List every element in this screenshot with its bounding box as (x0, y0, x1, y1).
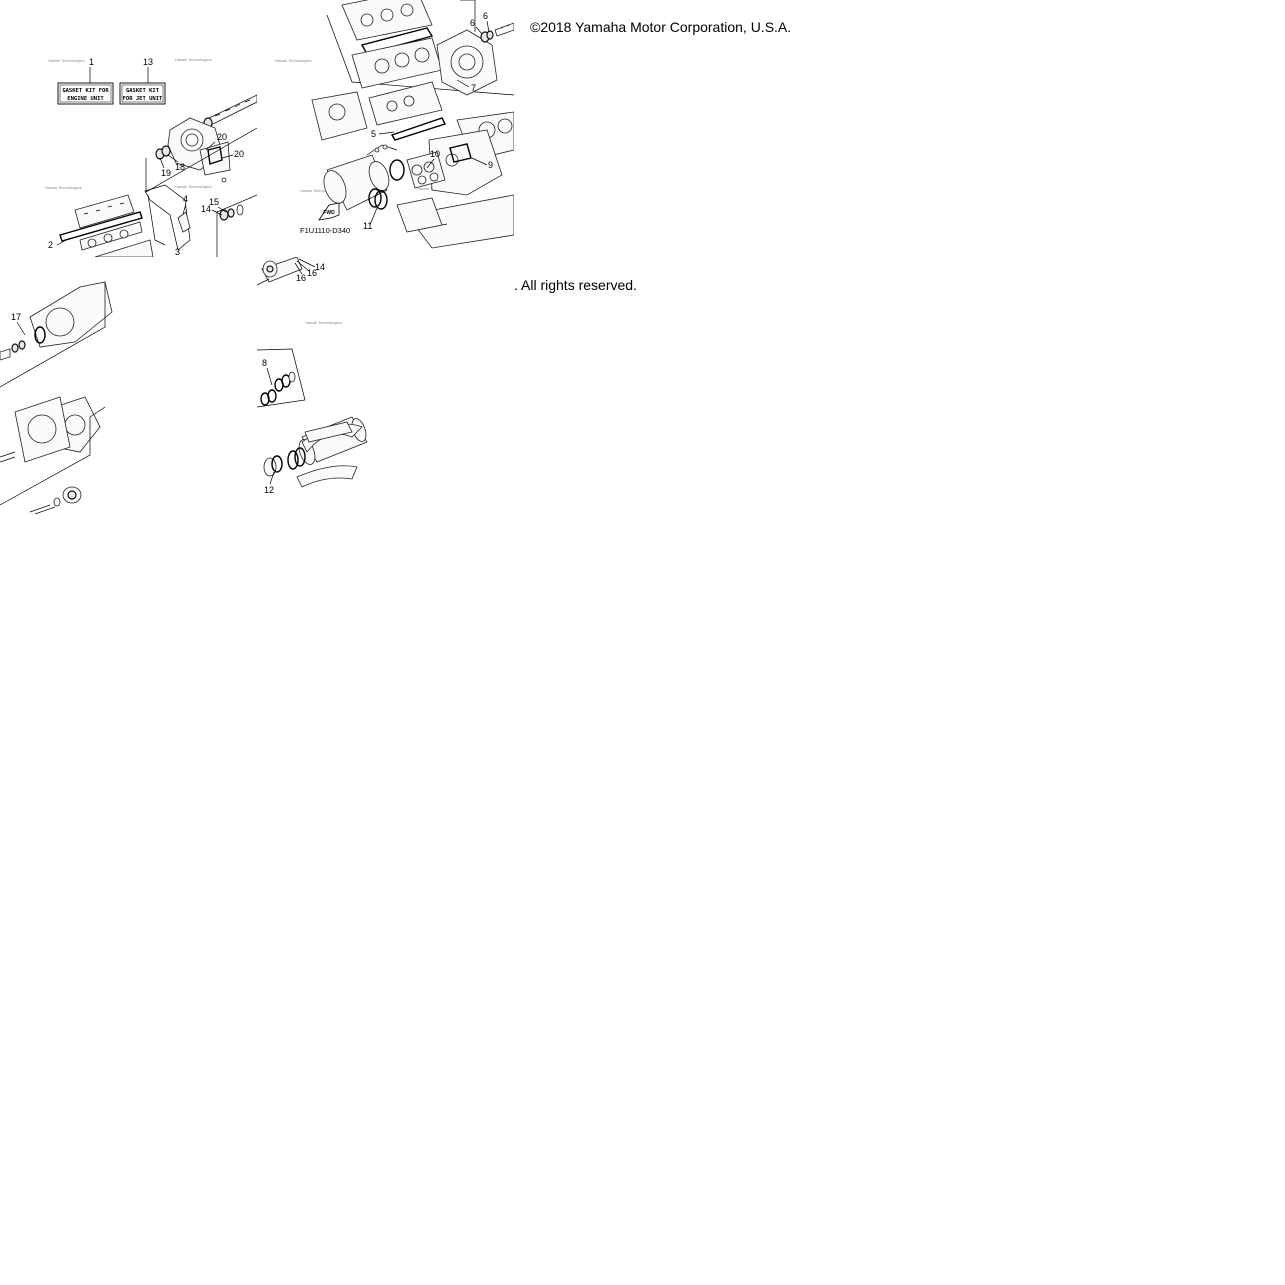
callout-14-b: 14 (315, 262, 325, 272)
muffler-drawing (323, 144, 405, 211)
fwd-arrow: FWD (318, 202, 340, 221)
copyright-line-2: . All rights reserved. (514, 277, 637, 293)
gasket-kit-engine-box: GASKET KIT FOR ENGINE UNIT (57, 82, 114, 105)
callout-16-a: 16 (307, 268, 317, 278)
callout-13: 13 (143, 57, 153, 67)
kit-jet-line1: GASKET KIT (126, 88, 160, 94)
callout-10: 10 (430, 149, 440, 159)
callout-3: 3 (175, 247, 180, 257)
callout-16-b: 16 (296, 273, 306, 283)
watermark: Hassle Technologies (275, 58, 312, 63)
callout-18: 18 (175, 162, 185, 172)
stator-cover-drawing (436, 0, 514, 96)
callout-20-b: 20 (234, 149, 244, 159)
callout-20-a: 20 (217, 132, 227, 142)
part-code: F1U1110-D340 (300, 226, 350, 235)
copyright-line-1: ©2018 Yamaha Motor Corporation, U.S.A. (530, 19, 792, 35)
callout-6-b: 6 (483, 11, 488, 21)
callout-11: 11 (363, 221, 372, 231)
nozzle-drawing (263, 416, 368, 488)
seal-set-drawing (257, 348, 306, 408)
callout-8: 8 (262, 358, 267, 368)
kit-jet-line2: FOR JET UNIT (123, 96, 163, 102)
gasket-kit-jet-box: GASKET KIT FOR JET UNIT (119, 82, 166, 105)
callout-7: 7 (471, 83, 476, 93)
jet-housing-drawing (145, 94, 257, 193)
callout-14-a: 14 (201, 204, 211, 214)
watermark: Hassle Technologies (48, 58, 85, 63)
callout-2: 2 (48, 240, 53, 250)
callout-1: 1 (89, 57, 94, 67)
cylinder-head-cover-drawing (59, 184, 257, 257)
callout-12: 12 (264, 485, 274, 495)
watermark: Hassle Technologies (175, 184, 212, 189)
pump-housing-drawing (0, 281, 113, 514)
diagram-tile-bottom-left: 17 (0, 257, 257, 514)
fwd-label: FWD (323, 210, 335, 216)
callout-15: 15 (209, 197, 219, 207)
watermark: Hassle Technologies (305, 320, 342, 325)
shaft-coupling-drawing (257, 257, 303, 286)
callout-4: 4 (183, 194, 188, 204)
callout-5: 5 (371, 129, 376, 139)
exhaust-manifold-drawing (396, 111, 514, 249)
kit-engine-line1: GASKET KIT FOR (62, 88, 109, 94)
callout-19: 19 (161, 168, 171, 178)
watermark: Hassle Technologies (300, 188, 337, 193)
diagram-tile-bottom-right: Hassle Technologies Hassle Technologies … (257, 257, 514, 514)
callout-9: 9 (488, 160, 493, 170)
diagram-tile-top-left: Hassle Technologies Hassle Technologies … (0, 0, 257, 257)
callout-17: 17 (11, 312, 21, 322)
callout-6-a: 6 (470, 18, 475, 28)
watermark: Hassle Technologies (175, 57, 212, 62)
diagram-tile-top-right: Hassle Technologies Hassle Technologies … (257, 0, 514, 257)
kit-engine-line2: ENGINE UNIT (67, 96, 104, 102)
watermark: Hassle Technologies (45, 185, 82, 190)
